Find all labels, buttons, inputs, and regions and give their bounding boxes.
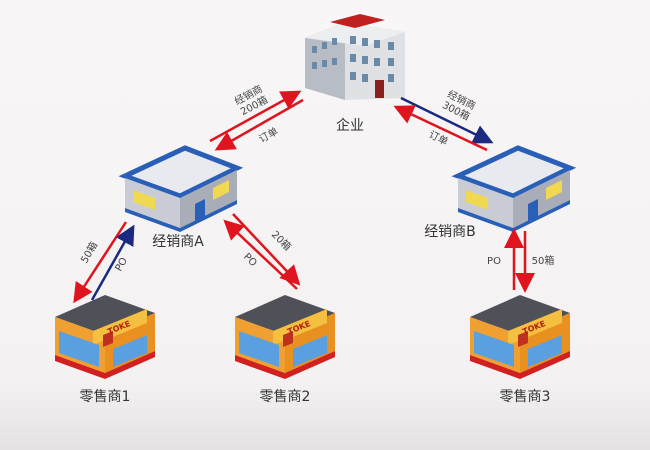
arrow-a-to-retailer-2 bbox=[232, 213, 301, 286]
edge-label-b-r3-po: PO bbox=[487, 256, 501, 267]
arrow-retailer-1-po-to-a bbox=[90, 224, 135, 301]
arrow-b-order-to-enterprise bbox=[393, 105, 488, 152]
node-enterprise-label: 企业 bbox=[336, 117, 364, 134]
node-retailer-3-label: 零售商3 bbox=[500, 389, 551, 405]
enterprise-building-icon bbox=[305, 14, 405, 100]
node-retailer-1-label: 零售商1 bbox=[80, 389, 131, 405]
arrow-enterprise-to-b bbox=[400, 96, 494, 144]
node-distributor-b-label: 经销商B bbox=[424, 224, 476, 240]
arrow-a-order-to-enterprise bbox=[214, 98, 304, 151]
edge-label-b-r3-goods: 50箱 bbox=[532, 254, 555, 267]
node-distributor-a-label: 经销商A bbox=[152, 234, 204, 250]
node-retailer-2-label: 零售商2 bbox=[260, 389, 311, 405]
